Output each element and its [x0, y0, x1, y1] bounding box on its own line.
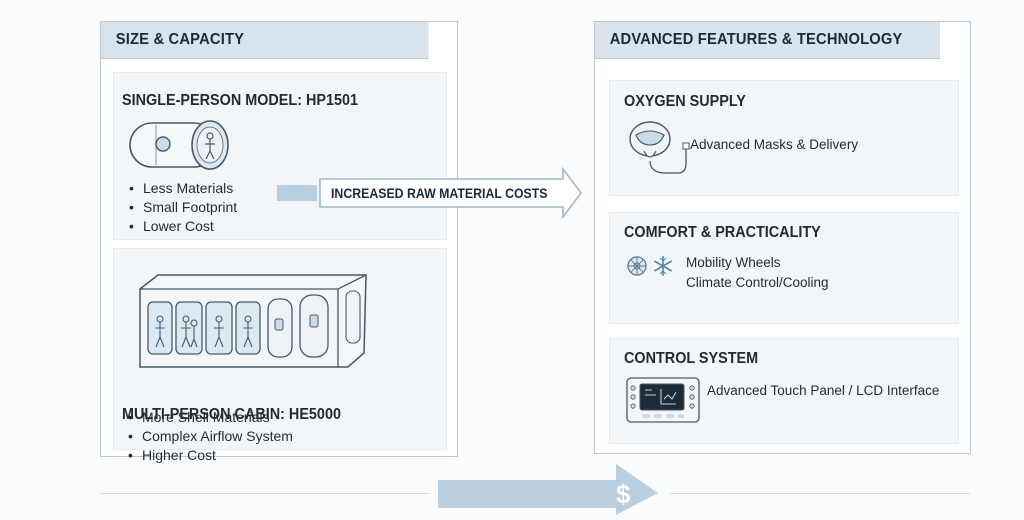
lcd-control-panel-icon: [626, 377, 700, 423]
multi-person-bullets: More Shell Materials Complex Airflow Sys…: [128, 408, 293, 465]
cost-arrow-label: INCREASED RAW MATERIAL COSTS: [331, 185, 548, 201]
features-panel: ADVANCED FEATURES & TECHNOLOGY OXYGEN SU…: [594, 21, 971, 454]
climate-control-text: Climate Control/Cooling: [686, 275, 829, 290]
snowflake-icon: [652, 255, 674, 277]
size-capacity-panel: SIZE & CAPACITY SINGLE-PERSON MODEL: HP1…: [100, 21, 458, 457]
bottom-divider-right: [670, 493, 970, 494]
multi-bullet-3: Higher Cost: [128, 446, 293, 465]
comfort-title: COMFORT & PRACTICALITY: [624, 224, 821, 241]
bottom-divider-left: [100, 493, 430, 494]
single-person-card: SINGLE-PERSON MODEL: HP1501 Less Materia…: [113, 72, 447, 240]
control-system-title: CONTROL SYSTEM: [624, 350, 759, 367]
single-person-bullets: Less Materials Small Footprint Lower Cos…: [129, 179, 237, 236]
dollar-sign-icon: $: [616, 479, 631, 509]
comfort-card: COMFORT & PRACTICALITY Mobility Wheels C…: [609, 212, 959, 324]
control-system-text: Advanced Touch Panel / LCD Interface: [707, 383, 940, 398]
multi-bullet-2: Complex Airflow System: [128, 427, 293, 446]
single-bullet-2: Small Footprint: [129, 198, 237, 217]
hyperbaric-tube-icon: [126, 117, 234, 173]
single-person-title: SINGLE-PERSON MODEL: HP1501: [122, 92, 359, 109]
mobility-wheels-text: Mobility Wheels: [686, 255, 781, 270]
size-capacity-header: SIZE & CAPACITY: [101, 22, 429, 59]
oxygen-supply-card: OXYGEN SUPPLY Advanced Masks & Delivery: [609, 80, 959, 196]
oxygen-supply-title: OXYGEN SUPPLY: [624, 93, 746, 110]
control-system-card: CONTROL SYSTEM Advanced Touch Panel / LC…: [609, 338, 959, 444]
cost-arrow: [275, 165, 585, 226]
single-bullet-1: Less Materials: [129, 179, 237, 198]
features-header: ADVANCED FEATURES & TECHNOLOGY: [595, 22, 940, 59]
multi-person-cabin-icon: [128, 267, 378, 371]
oxygen-supply-text: Advanced Masks & Delivery: [690, 137, 859, 152]
cost-flow-arrow: [438, 462, 662, 520]
wheel-icon: [626, 255, 648, 277]
multi-bullet-1: More Shell Materials: [128, 408, 293, 427]
oxygen-mask-icon: [626, 117, 696, 179]
single-bullet-3: Lower Cost: [129, 217, 237, 236]
